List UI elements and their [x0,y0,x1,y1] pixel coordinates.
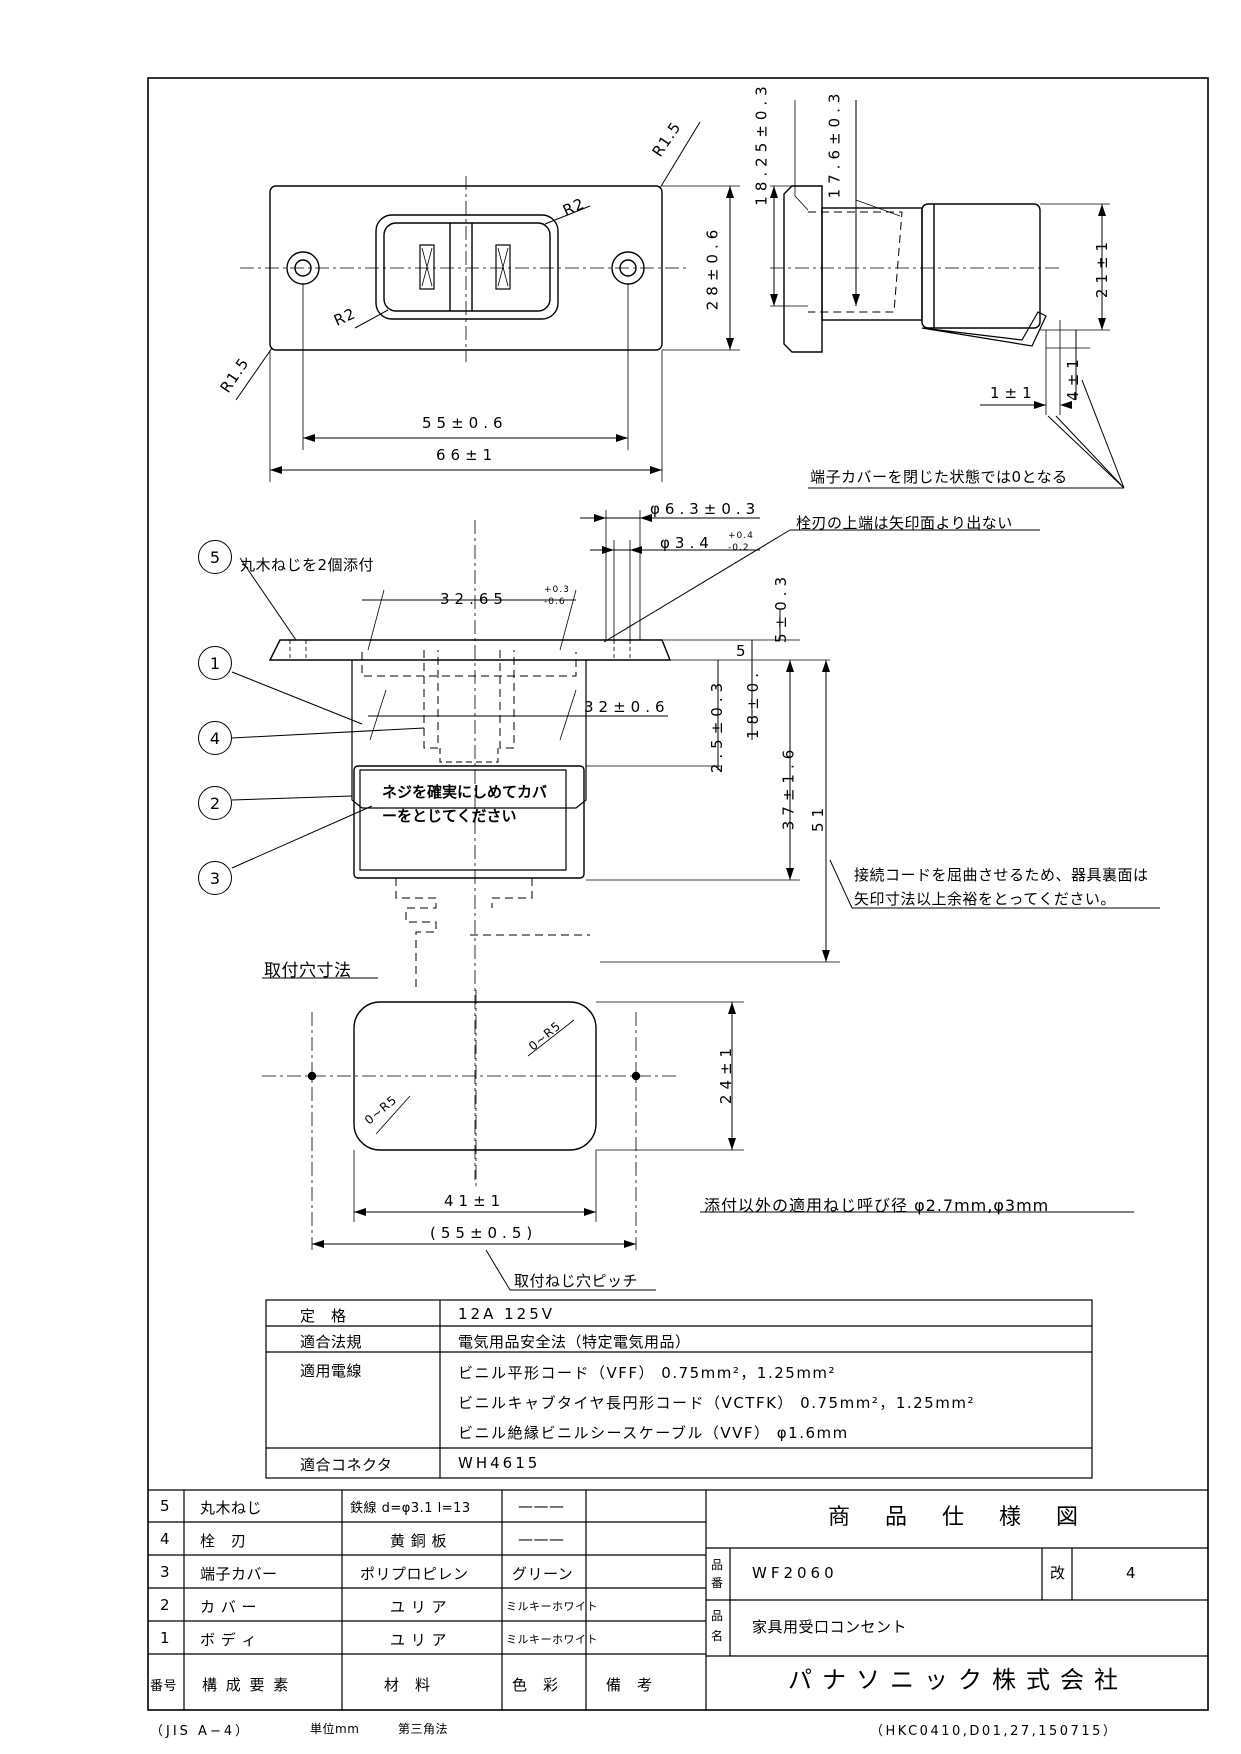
spec-connector-value: WH4615 [458,1454,541,1472]
part-row-5-no: 5 [160,1497,171,1515]
part-bubble-2: 2 [198,786,232,820]
parts-table-lines [148,1489,1208,1710]
front-view [235,121,740,482]
dimension-height: 28±0.6 [703,224,722,311]
sheet-border [147,77,1209,1711]
header-color: 色 彩 [512,1676,559,1694]
side-view [770,100,1125,489]
part-bubble-3: 3 [198,861,232,895]
dimension-4: 4±1 [1063,354,1082,401]
part-row-1-material: ユ リ ア [390,1631,448,1649]
part-bubble-5: 5 [198,540,232,574]
mounting-hole-view [262,977,1134,1291]
part-row-3-material: ポリプロピレン [360,1565,469,1583]
part-row-5-material: 鉄線 d=φ3.1 l=13 [350,1501,471,1516]
footer-projection: 第三角法 [398,1722,449,1736]
dimension-51: 51 [809,802,828,833]
part-row-1-no: 1 [160,1629,171,1647]
spec-law-value: 電気用品安全法（特定電気用品） [458,1333,691,1351]
cover-warning-label: ネジを確実にしめてカバーをとじてください [382,783,548,825]
header-material: 材 料 [384,1676,431,1694]
dimension-2-5: 2.5±0.3 [708,677,727,774]
product-name: 家具用受口コンセント [752,1618,908,1636]
dimension-32: 32±0.6 [584,698,670,716]
part-row-2-element: カ バ ー [200,1598,258,1616]
cord-note-line-2: 矢印寸法以上余裕をとってください。 [854,890,1116,908]
part-row-1-color: ミルキーホワイト [506,1633,598,1646]
part-no-label: 品番 [711,1558,724,1590]
dimension-55-pitch: (55±0.5) [430,1224,538,1242]
part-bubble-4: 4 [198,721,232,755]
part-row-1-element: ボ デ ィ [200,1631,258,1649]
spec-table-lines [265,1299,1093,1479]
company-name: パナソニック株式会社 [788,1666,1128,1694]
document-title: 商 品 仕 様 図 [828,1505,1092,1530]
dimension-pitch: 55±0.6 [422,414,508,432]
spec-rating-value: 12A 125V [458,1305,556,1323]
spec-wire-3: ビニル絶縁ビニルシースケーブル（VVF） φ1.6mm [458,1424,849,1442]
dimension-41: 41±1 [444,1192,506,1210]
header-no: 番号 [150,1679,178,1694]
dimension-37: 37±1.6 [779,744,798,831]
part-row-2-material: ユ リ ア [390,1598,448,1616]
screw-diameter-note: 添付以外の適用ねじ呼び径 φ2.7mm,φ3mm [704,1196,1050,1215]
dimension-21: 21±1 [1093,236,1112,299]
part-row-3-no: 3 [160,1563,171,1581]
dimension-17-6: 17.6±0.3 [825,88,844,199]
footer-unit: 単位mm [310,1722,360,1736]
screw-attached-note: 丸木ねじを2個添付 [240,556,375,574]
blade-top-note: 栓刃の上端は矢印面より出ない [796,514,1013,532]
part-row-2-color: ミルキーホワイト [506,1600,598,1613]
phi-3-4-tolerance-minus: -0.2 [728,543,750,553]
footer-standard: （JIS A−4） [150,1724,252,1739]
revision-number: 4 [1126,1564,1137,1582]
revision-label: 改 [1050,1564,1066,1582]
dimension-32-65: 32.65 [440,590,508,608]
header-remark: 備 考 [606,1676,653,1694]
part-row-5-color: ——— [518,1497,565,1515]
dimension-1: 1±1 [990,384,1037,402]
spec-wire-1: ビニル平形コード（VFF） 0.75mm²，1.25mm² [458,1364,837,1382]
dimension-phi-6-3: φ6.3±0.3 [650,500,761,518]
terminal-cover-note: 端子カバーを閉じた状態では0となる [810,468,1068,486]
part-row-5-element: 丸木ねじ [200,1499,263,1517]
screw-pitch-label: 取付ねじ穴ピッチ [514,1272,639,1290]
part-number: WF2060 [752,1564,838,1582]
dimension-5: 5 [736,642,747,660]
mounting-hole-title: 取付穴寸法 [264,961,352,981]
dimension-5-0-3: 5±0.3 [771,572,790,643]
dimension-width: 66±1 [436,446,498,464]
part-row-3-element: 端子カバー [200,1565,278,1583]
spec-law-label: 適合法規 [300,1333,363,1351]
part-row-4-no: 4 [160,1530,171,1548]
product-name-label: 品名 [711,1609,724,1643]
spec-wire-label: 適用電線 [300,1362,363,1380]
dimension-18: 18±0. [743,668,762,739]
spec-rating-label: 定 格 [300,1307,347,1325]
part-row-4-color: ——— [518,1530,565,1548]
footer-doc-code: （HKC0410,D01,27,150715） [870,1724,1119,1739]
part-row-4-material: 黄 銅 板 [390,1532,448,1550]
part-row-2-no: 2 [160,1596,171,1614]
width-32-65-tolerance-minus: -0.6 [544,597,566,607]
section-view [231,510,1160,1180]
width-32-65-tolerance-plus: +0.3 [544,585,570,595]
dimension-18-25: 18.25±0.3 [752,81,771,206]
part-row-4-element: 栓 刃 [200,1532,247,1550]
phi-3-4-tolerance-plus: +0.4 [728,531,754,541]
header-element: 構 成 要 素 [202,1676,291,1694]
spec-connector-label: 適合コネクタ [300,1456,393,1474]
dimension-phi-3-4: φ3.4 [660,534,714,552]
part-row-3-color: グリーン [512,1565,574,1583]
part-bubble-1: 1 [198,646,232,680]
dimension-24: 24±1 [717,1042,736,1105]
cord-note-line-1: 接続コードを屈曲させるため、器具裏面は [854,866,1149,884]
spec-wire-2: ビニルキャブタイヤ長円形コード（VCTFK） 0.75mm²，1.25mm² [458,1394,975,1412]
